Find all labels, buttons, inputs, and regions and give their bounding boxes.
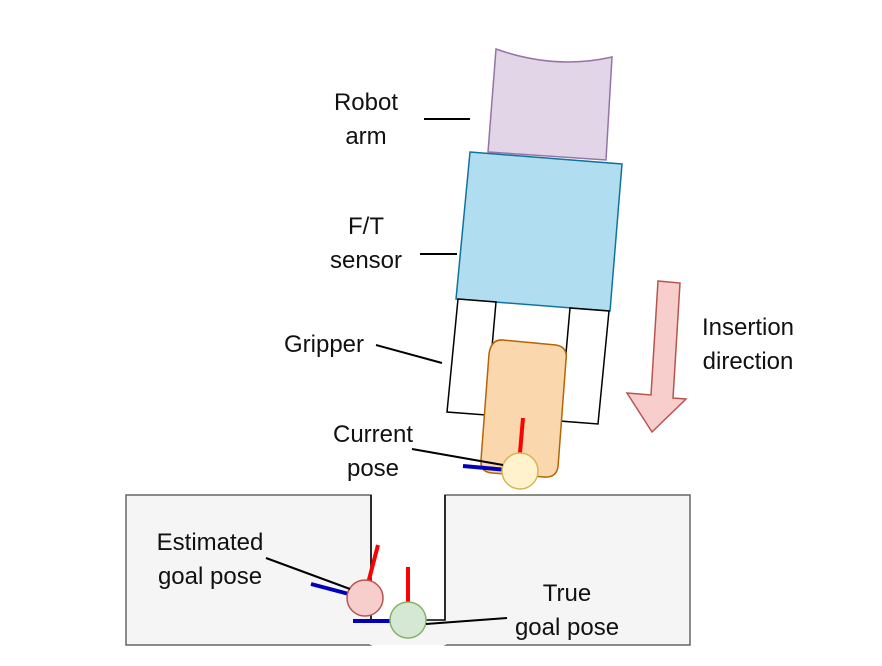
- label-robot-arm: Robot arm: [333, 89, 399, 150]
- gripper-finger-right: [559, 307, 610, 425]
- ground-block-left: [125, 494, 372, 646]
- peg: [480, 339, 568, 478]
- leader-current-pose: [411, 448, 504, 466]
- label-insertion-direction: Insertion direction: [701, 314, 795, 375]
- true-pose-marker: [389, 601, 427, 639]
- label-current-pose: Current pose: [332, 421, 414, 482]
- label-true-goal-pose: True goal pose: [514, 580, 620, 641]
- label-gripper: Gripper: [283, 331, 365, 358]
- estimated-pose-marker: [346, 579, 384, 617]
- current-pose-marker: [501, 452, 539, 490]
- leader-gripper: [375, 344, 443, 364]
- leader-estimated-pose: [265, 557, 351, 590]
- leader-true-pose: [425, 617, 508, 625]
- label-estimated-goal-pose: Estimated goal pose: [156, 529, 264, 590]
- robot-arm: [487, 47, 613, 161]
- insertion-arrow: [625, 280, 688, 434]
- label-ft-sensor: F/T sensor: [329, 213, 403, 274]
- ft-sensor: [455, 151, 623, 312]
